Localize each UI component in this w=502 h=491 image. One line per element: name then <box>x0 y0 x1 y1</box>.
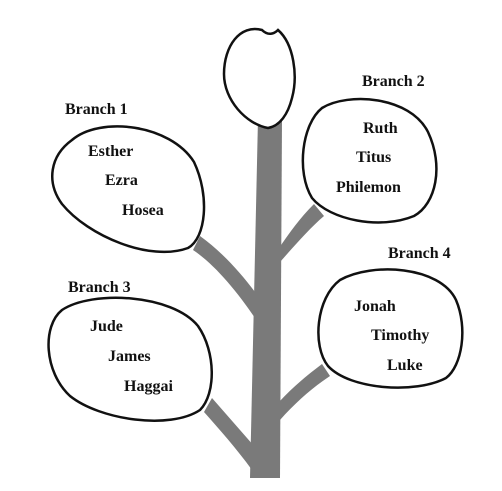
branch-4-book-2: Timothy <box>371 327 429 344</box>
branch-3-book-1: Jude <box>90 318 123 335</box>
branch-2-title: Branch 2 <box>362 73 425 90</box>
branch-1-leaf <box>51 125 206 253</box>
branch-limb-1 <box>193 236 255 318</box>
branch-4-title: Branch 4 <box>388 245 451 262</box>
branch-2-book-2: Titus <box>356 149 391 166</box>
branch-4-book-3: Luke <box>387 357 423 374</box>
branch-1-book-2: Ezra <box>105 172 138 189</box>
branch-4-book-1: Jonah <box>354 298 396 315</box>
branch-3: Branch 3 Jude James Haggai <box>47 279 213 422</box>
tree-trunk <box>193 118 330 478</box>
branch-1-book-1: Esther <box>88 143 133 160</box>
branch-2-book-1: Ruth <box>363 120 398 137</box>
branch-4: Branch 4 Jonah Timothy Luke <box>317 245 464 389</box>
branch-limb-3 <box>204 398 254 470</box>
branch-limb-4 <box>279 364 330 420</box>
trunk <box>250 118 282 478</box>
branch-1: Branch 1 Esther Ezra Hosea <box>51 101 206 253</box>
branch-3-title: Branch 3 <box>68 279 131 296</box>
branch-4-leaf <box>317 268 464 389</box>
branch-1-book-3: Hosea <box>122 202 164 219</box>
branch-3-book-3: Haggai <box>124 378 173 395</box>
branch-2-book-3: Philemon <box>336 179 401 196</box>
branch-limb-2 <box>279 204 324 262</box>
branch-3-leaf <box>47 296 213 422</box>
branch-2-leaf <box>301 97 438 224</box>
top-bud-leaf <box>222 27 296 130</box>
branch-2: Branch 2 Ruth Titus Philemon <box>301 73 438 224</box>
branch-3-book-2: James <box>108 348 151 365</box>
branch-1-title: Branch 1 <box>65 101 128 118</box>
